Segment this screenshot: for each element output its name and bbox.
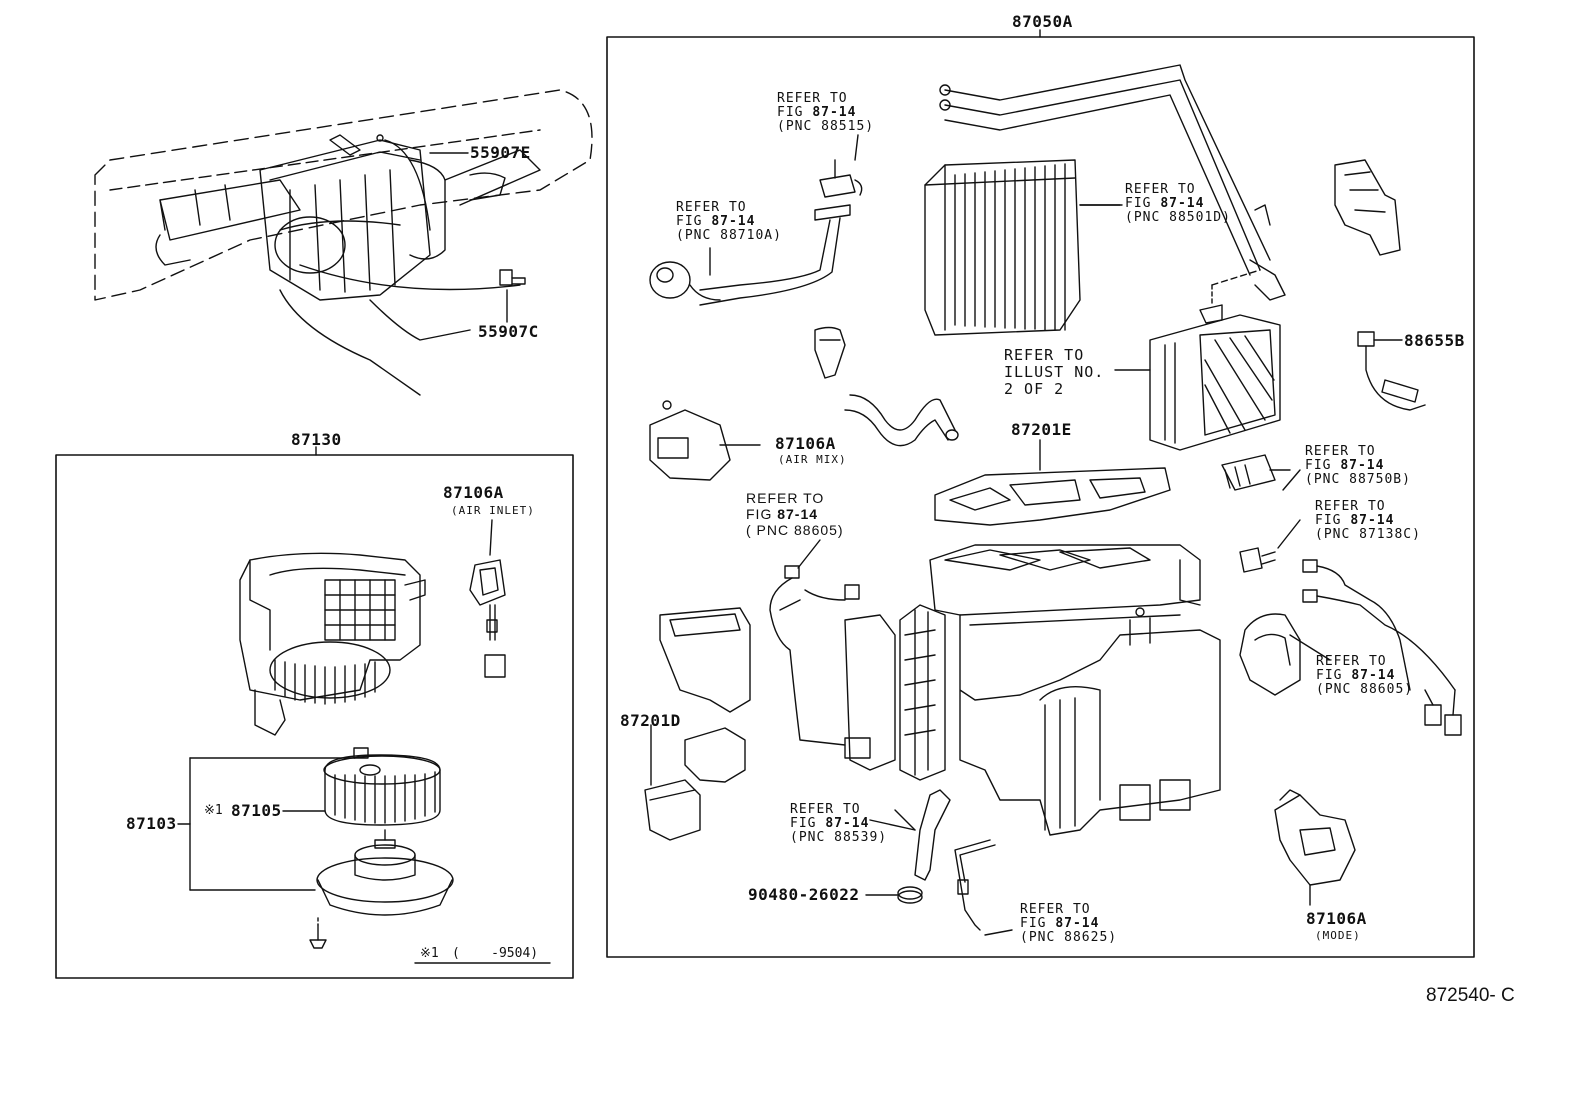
refer-line2: FIG 87-14 [746, 506, 819, 522]
refer-88710A: REFER TO FIG 87-14 (PNC 88710A) [676, 201, 782, 243]
refer-line2: FIG 87-14 [1305, 458, 1385, 473]
refer-88539: REFER TO FIG 87-14 (PNC 88539) [790, 803, 887, 845]
defroster-duct [1239, 613, 1301, 696]
grommet [865, 886, 923, 904]
refer-line3: (PNC 88501D) [1125, 210, 1231, 225]
refer-line2: ILLUST NO. [1004, 363, 1105, 381]
refer-line1: REFER TO [1305, 444, 1376, 459]
sensor-88625 [954, 839, 1013, 936]
refer-line3: (PNC 88750B) [1305, 472, 1411, 487]
footnote-range: ( -9504) [452, 946, 539, 961]
refer-87138C: REFER TO FIG 87-14 (PNC 87138C) [1315, 500, 1421, 542]
part-87201E: 87201E [1011, 420, 1072, 439]
frame-87130 [55, 454, 574, 979]
actuator-air-inlet [469, 519, 506, 678]
part-87201D: 87201D [620, 711, 681, 730]
heater-core [1114, 269, 1281, 451]
part-90480-26022: 90480-26022 [748, 885, 860, 904]
box-title-87050A: 87050A [1012, 12, 1073, 31]
illustration-code: 872540- C [1426, 985, 1515, 1006]
foot-duct-87201D [644, 724, 746, 841]
relay-87138C [1239, 519, 1301, 573]
side-duct [659, 607, 751, 713]
drain-hose [894, 789, 951, 881]
refer-line1: REFER TO [1316, 654, 1387, 669]
refer-line2: FIG 87-14 [1315, 513, 1395, 528]
part-87105: 87105 [231, 801, 282, 820]
actuator-mode [1274, 789, 1356, 906]
refrigerant-pipes [939, 64, 1286, 301]
refer-line1: REFER TO [1004, 346, 1085, 364]
note-air-mix: (AIR MIX) [778, 453, 847, 466]
refer-line1: REFER TO [746, 490, 825, 506]
wire-harness-right [1302, 559, 1462, 736]
wire-harness-left [769, 565, 871, 759]
refer-line2: FIG 87-14 [1125, 196, 1205, 211]
refer-line1: REFER TO [676, 200, 747, 215]
note-air-inlet: (AIR INLET) [451, 504, 535, 517]
part-87106A-mode: 87106A [1306, 909, 1367, 928]
refer-line3: (PNC 88515) [777, 119, 875, 134]
part-87106A-air-inlet: 87106A [443, 483, 504, 502]
refer-line2: FIG 87-14 [790, 816, 870, 831]
part-88655B: 88655B [1404, 331, 1465, 350]
mark-87105: ※1 [204, 803, 223, 818]
blower-fan [323, 754, 441, 826]
refer-line1: REFER TO [790, 802, 861, 817]
small-clip [353, 747, 369, 759]
duct-87201E [934, 439, 1171, 526]
refer-line3: (PNC 88625) [1020, 930, 1118, 945]
refer-line1: REFER TO [777, 91, 848, 106]
dashboard-illustration [94, 89, 593, 396]
hvac-unit [844, 544, 1221, 836]
refer-88750B: REFER TO FIG 87-14 (PNC 88750B) [1305, 445, 1411, 487]
part-55907E: 55907E [470, 143, 531, 162]
resistor-88750B [1221, 454, 1291, 491]
part-55907C: 55907C [478, 322, 539, 341]
leaders-87130 [177, 757, 356, 891]
refer-88501D: REFER TO FIG 87-14 (PNC 88501D) [1125, 183, 1231, 225]
cover-plate [1334, 159, 1401, 256]
refer-line1: REFER TO [1020, 902, 1091, 917]
note-mode: (MODE) [1315, 929, 1361, 942]
refer-line3: (PNC 88605) [1316, 682, 1414, 697]
refer-line1: REFER TO [1125, 182, 1196, 197]
refer-line1: REFER TO [1315, 499, 1386, 514]
blower-housing [239, 552, 426, 736]
frame-87050A [606, 36, 1475, 958]
refer-88625: REFER TO FIG 87-14 (PNC 88625) [1020, 903, 1117, 945]
refer-line3: ( PNC 88605) [746, 522, 844, 538]
refer-88605-left: REFER TO FIG 87-14 ( PNC 88605) [746, 490, 844, 538]
refer-line2: FIG 87-14 [777, 105, 857, 120]
screw [309, 917, 327, 949]
part-87106A-air-mix: 87106A [775, 434, 836, 453]
refer-line2: FIG 87-14 [1020, 916, 1100, 931]
refer-line3: (PNC 87138C) [1315, 527, 1421, 542]
blower-motor [316, 829, 454, 916]
refer-illust-2-of-2: REFER TO ILLUST NO. 2 OF 2 [1004, 347, 1104, 398]
refer-line3: 2 OF 2 [1004, 380, 1065, 398]
refer-88515: REFER TO FIG 87-14 (PNC 88515) [777, 92, 874, 134]
box-title-87130: 87130 [291, 430, 342, 449]
pipe-88710A [649, 204, 851, 306]
refer-line3: (PNC 88710A) [676, 228, 782, 243]
sensor-88655B [1357, 331, 1426, 411]
hose [814, 326, 959, 447]
part-87103: 87103 [126, 814, 177, 833]
refer-line2: FIG 87-14 [1316, 668, 1396, 683]
refer-leaders [797, 134, 1331, 831]
refer-line3: (PNC 88539) [790, 830, 888, 845]
footnote-mark: ※1 [420, 946, 439, 961]
actuator-air-mix [649, 400, 761, 481]
switch-88515 [819, 159, 863, 198]
refer-line2: FIG 87-14 [676, 214, 756, 229]
evaporator [924, 159, 1121, 336]
refer-88605-right: REFER TO FIG 87-14 (PNC 88605) [1316, 655, 1413, 697]
